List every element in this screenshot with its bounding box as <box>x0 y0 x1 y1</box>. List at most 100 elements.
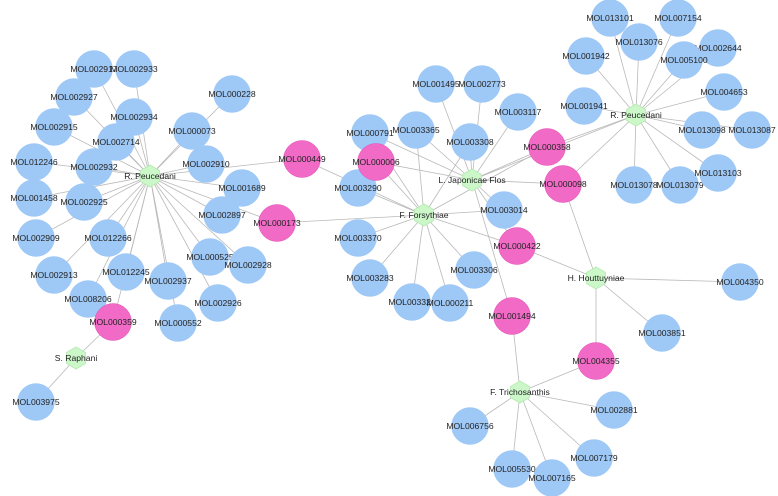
node-mol002917[interactable]: MOL002917 <box>70 50 118 88</box>
node-mol000449[interactable]: MOL000449 <box>278 140 326 178</box>
node-mol013087[interactable]: MOL013087 <box>728 111 776 149</box>
node-label: MOL003290 <box>334 183 382 193</box>
node-mol013101[interactable]: MOL013101 <box>586 0 634 37</box>
herb-node-s-raphani[interactable]: S. Raphani <box>55 346 98 370</box>
node-label: MOL013103 <box>694 168 742 178</box>
herb-node-f-forsythiae[interactable]: F. Forsythiae <box>399 203 449 227</box>
node-mol000358[interactable]: MOL000358 <box>523 128 571 166</box>
node-label: MOL013087 <box>728 125 776 135</box>
node-mol001942[interactable]: MOL001942 <box>562 37 610 75</box>
node-circle <box>595 391 633 429</box>
node-mol002932[interactable]: MOL002932 <box>70 148 118 186</box>
node-mol002928[interactable]: MOL002928 <box>224 246 272 284</box>
node-mol002925[interactable]: MOL002925 <box>60 183 108 221</box>
node-circle <box>615 166 653 204</box>
node-mol003117[interactable]: MOL003117 <box>495 93 542 131</box>
node-mol003370[interactable]: MOL003370 <box>334 219 382 257</box>
node-mol000073[interactable]: MOL000073 <box>168 112 216 150</box>
node-mol013098[interactable]: MOL013098 <box>678 111 726 149</box>
herb-node-f-trichosanthis[interactable]: F. Trichosanthis <box>490 380 550 404</box>
node-mol002933[interactable]: MOL002933 <box>110 50 158 88</box>
node-label: MOL003014 <box>480 205 528 215</box>
node-mol004355[interactable]: MOL004355 <box>572 342 620 380</box>
node-mol000173[interactable]: MOL000173 <box>253 204 301 242</box>
herb-node-r-peucedani[interactable]: R. Peucedani <box>610 103 662 127</box>
node-label: MOL007179 <box>570 453 618 463</box>
herb-node-l-japonicae-flos[interactable]: L. Japonicae Flos <box>438 168 506 192</box>
node-circle <box>15 179 53 217</box>
node-mol002897[interactable]: MOL002897 <box>198 196 246 234</box>
node-label: MOL013098 <box>678 125 726 135</box>
node-mol002644[interactable]: MOL002644 <box>694 29 742 67</box>
herb-label: S. Raphani <box>55 353 98 363</box>
node-mol002926[interactable]: MOL002926 <box>194 284 242 322</box>
node-mol003014[interactable]: MOL003014 <box>480 191 528 229</box>
node-label: MOL013078 <box>610 180 658 190</box>
node-mol000422[interactable]: MOL000422 <box>493 227 541 265</box>
node-mol007165[interactable]: MOL007165 <box>528 459 576 496</box>
node-mol008206[interactable]: MOL008206 <box>64 280 112 318</box>
node-mol001495[interactable]: MOL001495 <box>412 65 460 103</box>
node-circle <box>94 303 132 341</box>
node-mol004350[interactable]: MOL004350 <box>716 263 764 301</box>
node-mol003290[interactable]: MOL003290 <box>334 169 382 207</box>
node-circle <box>339 219 377 257</box>
node-mol002714[interactable]: MOL002714 <box>92 123 140 161</box>
node-mol002773[interactable]: MOL002773 <box>458 65 506 103</box>
node-mol001941[interactable]: MOL001941 <box>560 87 608 125</box>
node-circle <box>528 128 566 166</box>
node-mol000525[interactable]: MOL000525 <box>186 238 234 276</box>
node-mol002913[interactable]: MOL002913 <box>30 256 78 294</box>
node-mol000228[interactable]: MOL000228 <box>208 75 256 113</box>
node-mol002937[interactable]: MOL002937 <box>144 262 192 300</box>
node-mol000211[interactable]: MOL000211 <box>427 284 474 322</box>
node-mol000552[interactable]: MOL000552 <box>154 304 202 342</box>
node-circle <box>75 148 113 186</box>
node-mol002910[interactable]: MOL002910 <box>182 145 230 183</box>
node-mol013078[interactable]: MOL013078 <box>610 166 658 204</box>
node-mol013103[interactable]: MOL013103 <box>694 154 742 192</box>
node-mol002909[interactable]: MOL002909 <box>12 219 60 257</box>
herb-node-h-houttuyniae[interactable]: H. Houttuyniae <box>568 266 625 290</box>
herb-node-r-peucedani[interactable]: R. Peucedani <box>124 164 176 188</box>
node-mol012245[interactable]: MOL012245 <box>102 253 150 291</box>
node-mol003308[interactable]: MOL003308 <box>446 123 494 161</box>
node-circle <box>620 23 658 61</box>
node-mol003365[interactable]: MOL003365 <box>392 111 440 149</box>
node-label: MOL013079 <box>656 180 704 190</box>
node-circle <box>567 37 605 75</box>
node-mol007154[interactable]: MOL007154 <box>654 0 702 37</box>
node-mol003306[interactable]: MOL003306 <box>450 251 498 289</box>
node-mol002881[interactable]: MOL002881 <box>590 391 638 429</box>
node-mol012246[interactable]: MOL012246 <box>10 143 58 181</box>
node-mol000006[interactable]: MOL000006 <box>352 143 400 181</box>
node-circle <box>565 87 603 125</box>
node-circle <box>659 0 697 37</box>
node-mol003322[interactable]: MOL003322 <box>388 283 436 321</box>
node-mol003851[interactable]: MOL003851 <box>638 314 686 352</box>
node-mol005530[interactable]: MOL005530 <box>488 450 536 488</box>
node-mol001689[interactable]: MOL001689 <box>218 169 266 207</box>
node-mol001494[interactable]: MOL001494 <box>488 297 536 335</box>
node-circle <box>89 219 127 257</box>
node-mol013076[interactable]: MOL013076 <box>615 23 663 61</box>
node-mol000359[interactable]: MOL000359 <box>89 303 137 341</box>
node-circle <box>485 191 523 229</box>
node-circle <box>661 166 699 204</box>
node-mol004653[interactable]: MOL004653 <box>700 73 748 111</box>
node-mol002915[interactable]: MOL002915 <box>30 108 78 146</box>
edge <box>276 214 425 224</box>
herb-hexagon <box>140 164 160 188</box>
node-mol007179[interactable]: MOL007179 <box>570 439 618 477</box>
node-mol001458[interactable]: MOL001458 <box>10 179 58 217</box>
node-mol012266[interactable]: MOL012266 <box>84 219 132 257</box>
node-label: MOL003365 <box>392 125 440 135</box>
node-mol005100[interactable]: MOL005100 <box>660 41 708 79</box>
node-mol000098[interactable]: MOL000098 <box>539 165 587 203</box>
node-mol006756[interactable]: MOL006756 <box>446 407 494 445</box>
node-mol003975[interactable]: MOL003975 <box>12 383 60 421</box>
node-mol013079[interactable]: MOL013079 <box>656 166 704 204</box>
node-mol003283[interactable]: MOL003283 <box>346 259 394 297</box>
node-mol002927[interactable]: MOL002927 <box>50 78 98 116</box>
edge <box>149 175 219 304</box>
